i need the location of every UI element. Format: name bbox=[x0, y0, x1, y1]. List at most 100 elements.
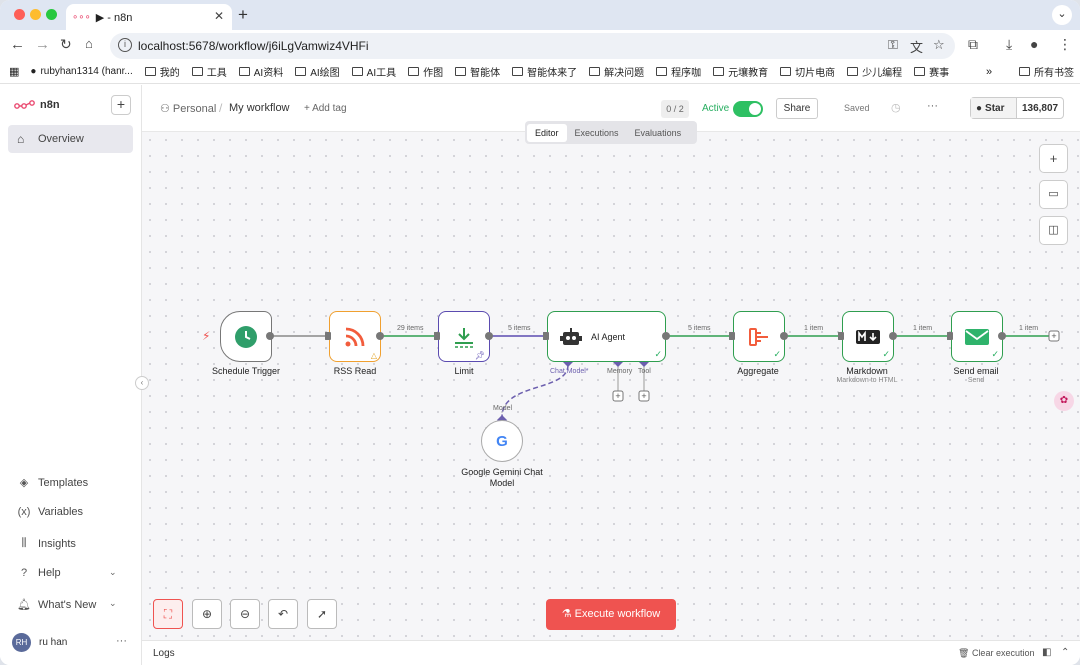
home-icon[interactable]: ⌂ bbox=[85, 36, 93, 51]
create-button[interactable]: + bbox=[111, 95, 131, 115]
input-port[interactable] bbox=[729, 332, 735, 340]
bookmark-folder[interactable]: 智能体来了 bbox=[512, 64, 577, 79]
floating-assistant-icon[interactable]: ✿ bbox=[1054, 391, 1074, 411]
profile-icon[interactable]: ● bbox=[1030, 36, 1039, 52]
collapse-sidebar-icon[interactable]: ‹ bbox=[135, 376, 149, 390]
sidebar-item-overview[interactable]: ⌂ Overview bbox=[8, 125, 133, 153]
bookmark-folder[interactable]: 元壤教育 bbox=[713, 64, 768, 79]
github-star-count: 136,807 bbox=[1021, 102, 1059, 114]
bookmark-folder[interactable]: 赛事 bbox=[914, 64, 949, 79]
input-port[interactable] bbox=[947, 332, 953, 340]
download-icon[interactable]: ⤓ bbox=[1006, 36, 1013, 52]
translate-icon[interactable]: 文 bbox=[910, 40, 924, 55]
tab-editor[interactable]: Editor bbox=[527, 123, 567, 142]
undo-button[interactable]: ↶ bbox=[268, 599, 298, 629]
node-send-email[interactable]: ✓ bbox=[951, 311, 1003, 362]
output-port[interactable] bbox=[780, 332, 788, 340]
output-port[interactable] bbox=[266, 332, 274, 340]
bookmark-folder[interactable]: 智能体 bbox=[455, 64, 500, 79]
active-toggle[interactable] bbox=[733, 101, 763, 117]
tidy-up-button[interactable]: ➚ bbox=[307, 599, 337, 629]
zoom-in-button[interactable]: ⊕ bbox=[192, 599, 222, 629]
input-port[interactable] bbox=[543, 332, 549, 340]
new-tab-icon[interactable]: + bbox=[238, 5, 248, 24]
output-port[interactable] bbox=[485, 332, 493, 340]
chevron-up-icon[interactable]: ⌃ bbox=[1061, 647, 1070, 658]
bookmark-folder[interactable]: AI工具 bbox=[351, 64, 396, 79]
node-markdown[interactable]: ✓ bbox=[842, 311, 894, 362]
input-port[interactable] bbox=[434, 332, 440, 340]
bookmark-folder[interactable]: 切片电商 bbox=[780, 64, 835, 79]
sidebar-item-variables[interactable]: (x)Variables bbox=[17, 506, 83, 518]
apps-grid-icon[interactable]: ▦ bbox=[9, 66, 20, 78]
github-star-button[interactable]: ●Star 136,807 bbox=[970, 97, 1064, 119]
bookmark-folder[interactable]: 作图 bbox=[408, 64, 443, 79]
node-ai-agent[interactable]: AI Agent ✓ bbox=[547, 311, 666, 362]
workflow-canvas[interactable]: Editor Executions Evaluations + ▭ ◫ ‹ + … bbox=[135, 121, 1080, 640]
password-key-icon[interactable]: ⚿ bbox=[888, 37, 898, 52]
input-port[interactable] bbox=[325, 332, 331, 340]
sidebar-item-whats-new[interactable]: 🔔︎What's New⌄ bbox=[17, 598, 117, 611]
node-google-gemini[interactable]: G bbox=[481, 420, 523, 462]
bookmark-folder[interactable]: AI资料 bbox=[238, 64, 283, 79]
user-menu[interactable]: RH ru han bbox=[12, 633, 67, 652]
forward-icon[interactable]: → bbox=[35, 36, 50, 53]
node-limit[interactable]: 📌︎ bbox=[438, 311, 490, 362]
bookmark-github[interactable]: ●rubyhan1314 (hanr... bbox=[30, 66, 133, 77]
add-tag-link[interactable]: + Add tag bbox=[304, 103, 347, 114]
bookmark-folder[interactable]: 少儿编程 bbox=[847, 64, 902, 79]
sidebar-item-insights[interactable]: ⫼Insights bbox=[17, 537, 75, 550]
output-port[interactable] bbox=[376, 332, 384, 340]
panel-toggle-button[interactable]: ◫ bbox=[1039, 216, 1068, 245]
output-port[interactable] bbox=[998, 332, 1006, 340]
execute-workflow-button[interactable]: ⚗ Execute workflow bbox=[546, 599, 676, 630]
browser-menu-icon[interactable]: ⋮ bbox=[1058, 36, 1072, 52]
all-bookmarks[interactable]: 所有书签 bbox=[1019, 64, 1074, 79]
bookmark-star-icon[interactable]: ☆ bbox=[933, 37, 945, 52]
more-options-icon[interactable]: ··· bbox=[116, 635, 127, 647]
tab-search-icon[interactable]: ⌄ bbox=[1052, 5, 1072, 25]
more-options-icon[interactable]: ··· bbox=[927, 100, 938, 112]
close-window-dot[interactable] bbox=[14, 9, 25, 20]
sidebar-item-templates[interactable]: ◈Templates bbox=[17, 476, 88, 490]
output-port[interactable] bbox=[889, 332, 897, 340]
zoom-window-dot[interactable] bbox=[46, 9, 57, 20]
zoom-out-button[interactable]: ⊖ bbox=[230, 599, 260, 629]
workflow-name[interactable]: My workflow bbox=[229, 102, 290, 114]
minimize-window-dot[interactable] bbox=[30, 9, 41, 20]
bookmark-folder[interactable]: 工具 bbox=[191, 64, 227, 79]
node-rss-read[interactable]: △ bbox=[329, 311, 381, 362]
close-tab-icon[interactable]: ✕ bbox=[213, 9, 224, 23]
node-schedule-trigger[interactable] bbox=[220, 311, 272, 362]
tab-executions[interactable]: Executions bbox=[574, 127, 619, 138]
tab-evaluations[interactable]: Evaluations bbox=[634, 127, 682, 138]
tab-title: ▶ - n8n bbox=[95, 11, 133, 24]
node-aggregate[interactable]: ✓ bbox=[733, 311, 785, 362]
history-icon[interactable]: ◷ bbox=[891, 102, 901, 114]
bookmark-folder[interactable]: 程序咖 bbox=[656, 64, 701, 79]
bookmark-folder[interactable]: 我的 bbox=[144, 64, 180, 79]
add-node-button[interactable]: + bbox=[1039, 144, 1068, 173]
browser-tab[interactable]: ∘∘∘ ▶ - n8n ✕ bbox=[66, 4, 232, 30]
view-tabs: Editor Executions Evaluations bbox=[525, 121, 697, 144]
site-info-icon[interactable]: i bbox=[118, 38, 132, 52]
breadcrumb[interactable]: ⚇ Personal bbox=[160, 103, 217, 115]
fit-view-button[interactable]: ⛶ bbox=[153, 599, 183, 629]
more-bookmarks-icon[interactable]: » bbox=[986, 65, 993, 78]
input-port[interactable] bbox=[838, 332, 844, 340]
reload-icon[interactable]: ↻ bbox=[60, 36, 72, 52]
port-label-chat-model: Chat Model* bbox=[550, 368, 589, 375]
n8n-logo[interactable]: n8n bbox=[14, 99, 60, 111]
bookmark-folder[interactable]: 解决问题 bbox=[589, 64, 644, 79]
sidebar-item-help[interactable]: ?Help⌄ bbox=[17, 567, 117, 579]
extensions-icon[interactable]: ⧉ bbox=[968, 36, 978, 52]
back-icon[interactable]: ← bbox=[10, 36, 25, 53]
address-bar[interactable]: i localhost:5678/workflow/j6iLgVamwiz4VH… bbox=[110, 33, 955, 59]
clear-execution-button[interactable]: 🗑︎ Clear execution bbox=[958, 648, 1035, 658]
panel-icon[interactable]: ◧ bbox=[1042, 647, 1052, 658]
logs-panel[interactable]: Logs 🗑︎ Clear execution ◧ ⌃ bbox=[142, 640, 1080, 665]
sticky-note-button[interactable]: ▭ bbox=[1039, 180, 1068, 209]
share-button[interactable]: Share bbox=[776, 98, 818, 119]
bookmark-folder[interactable]: AI绘图 bbox=[295, 64, 340, 79]
output-port[interactable] bbox=[662, 332, 670, 340]
